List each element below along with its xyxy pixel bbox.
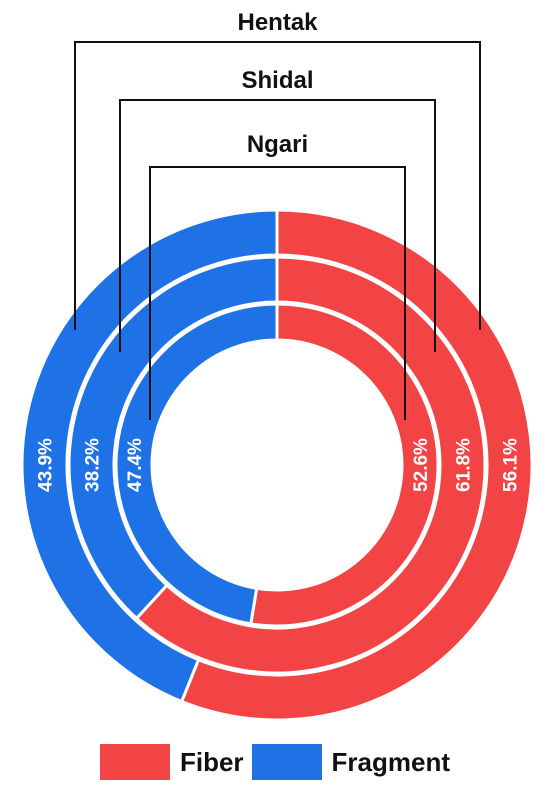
label-hentak-fragment: 43.9% xyxy=(36,438,57,492)
legend-item-fragment: Fragment xyxy=(251,744,451,780)
slice-shidal-fiber xyxy=(134,255,487,675)
slice-ngari-fiber xyxy=(249,302,440,628)
slice-hentak-fiber xyxy=(179,208,534,722)
legend-item-fiber: Fiber xyxy=(99,744,244,780)
label-shidal-fiber: 61.8% xyxy=(454,438,475,492)
leader-hentak xyxy=(74,41,481,330)
label-ngari-fiber: 52.6% xyxy=(411,438,432,492)
leader-ngari xyxy=(149,166,406,420)
legend-swatch-fiber xyxy=(99,744,170,780)
slice-ngari-fragment xyxy=(114,302,279,626)
slice-shidal-fragment xyxy=(67,255,279,621)
label-shidal-fragment: 38.2% xyxy=(83,438,104,492)
slice-hentak-fragment xyxy=(20,208,279,704)
leader-shidal xyxy=(119,99,436,352)
legend-swatch-fragment xyxy=(251,744,322,780)
label-hentak-fiber: 56.1% xyxy=(501,438,522,492)
ring-label-hentak: Hentak xyxy=(237,9,318,36)
label-ngari-fragment: 47.4% xyxy=(125,438,146,492)
legend: Fiber Fragment xyxy=(0,740,550,784)
ring-label-ngari: Ngari xyxy=(247,131,308,158)
ring-label-shidal: Shidal xyxy=(241,67,313,94)
legend-label-fiber: Fiber xyxy=(179,746,244,777)
legend-label-fragment: Fragment xyxy=(331,746,451,777)
